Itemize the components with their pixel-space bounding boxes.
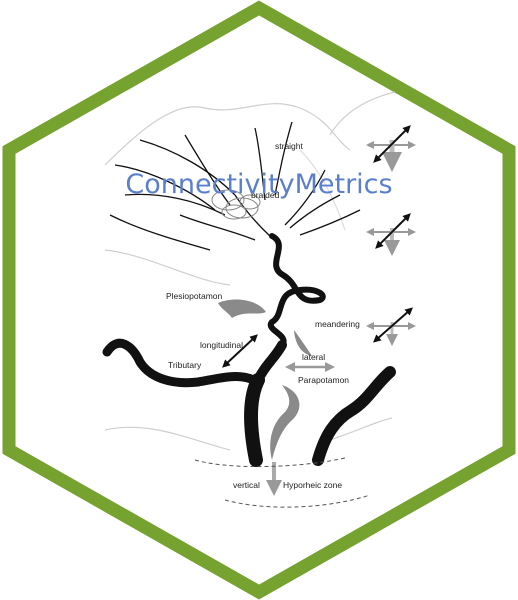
meandering-connectivity-icon xyxy=(366,307,416,346)
label-braided: braided xyxy=(251,190,280,200)
side-water-bodies xyxy=(218,299,312,460)
label-lateral: lateral xyxy=(302,352,325,362)
label-straight: straight xyxy=(275,141,304,151)
label-tributary: Tributary xyxy=(168,360,202,370)
sticker-title: ConnectivityMetrics xyxy=(125,169,392,200)
lateral-backwater xyxy=(294,330,312,356)
plesiopotamon-shape xyxy=(218,299,266,318)
braided-section xyxy=(211,189,261,220)
main-river xyxy=(244,233,326,467)
landscape-contours xyxy=(104,91,396,451)
braided-connectivity-icon xyxy=(366,213,416,256)
parapotamon-shape xyxy=(270,385,300,460)
hyporheic-zone xyxy=(194,457,371,508)
label-longitudinal: longitudinal xyxy=(200,340,243,350)
straight-connectivity-icon xyxy=(366,125,416,172)
label-hyporheic-zone: Hyporheic zone xyxy=(283,480,342,490)
label-parapotamon: Parapotamon xyxy=(298,375,349,385)
tributary xyxy=(102,338,263,388)
longitudinal-arrow xyxy=(222,334,258,368)
right-channel xyxy=(312,366,396,466)
label-plesiopotamon: Plesiopotamon xyxy=(166,291,223,301)
label-meandering: meandering xyxy=(315,319,360,329)
label-vertical: vertical xyxy=(233,480,260,490)
